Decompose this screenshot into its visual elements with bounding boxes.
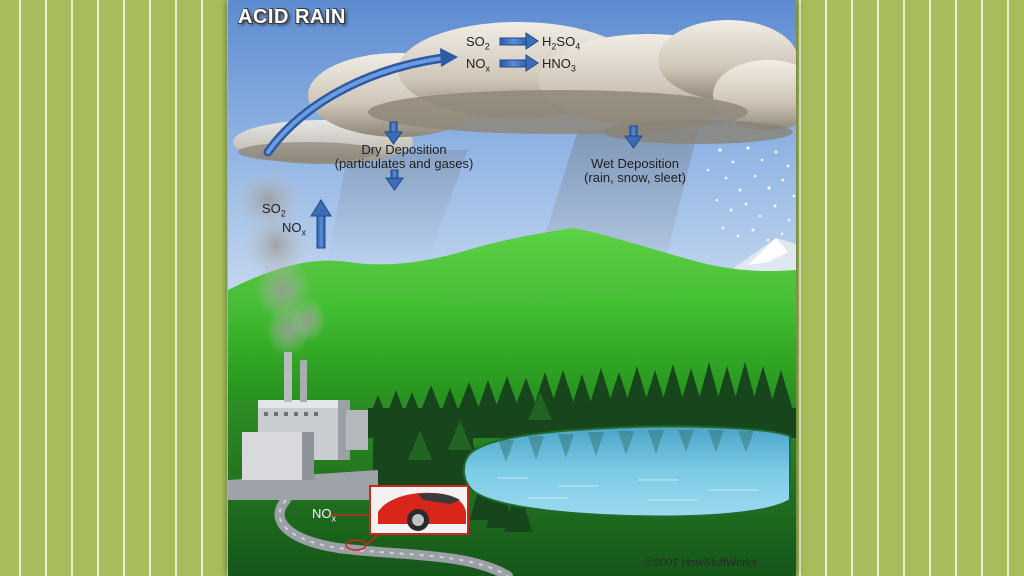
copyright-notice: ©2007 HowStuffWorks	[646, 557, 758, 569]
car-inset	[328, 485, 469, 546]
smoke-plume	[234, 170, 326, 356]
slide-frame: ACID RAIN SO2 H2SO4 NOx HNO3 Dry Deposit…	[228, 0, 796, 576]
reaction-2-reactant: NOx	[466, 56, 490, 74]
lake	[462, 425, 791, 518]
acid-rain-diagram	[228, 0, 796, 576]
dry-deposition-arrow-bottom	[385, 169, 404, 191]
reaction-1-reactant: SO2	[466, 34, 490, 52]
emission-so2-label: SO2	[262, 201, 286, 219]
dry-deposition-arrow-top	[384, 121, 403, 145]
reaction-1-product: H2SO4	[542, 34, 581, 52]
emission-arrow	[310, 199, 332, 249]
snowfall	[706, 146, 796, 242]
reaction-arrow-2	[499, 54, 539, 72]
dry-haze	[328, 150, 468, 260]
reaction-arrow-1	[499, 32, 539, 50]
power-plant	[228, 352, 378, 500]
emission-nox-label: NOx	[282, 220, 306, 238]
reaction-2-product: HNO3	[542, 56, 576, 74]
arrows	[263, 32, 643, 249]
car-nox-label: NOx	[312, 506, 336, 524]
wet-deposition-label: Wet Deposition (rain, snow, sleet)	[584, 156, 686, 185]
diagram-title: ACID RAIN	[238, 6, 346, 28]
wet-deposition-arrow	[624, 125, 643, 149]
dry-deposition-label: Dry Deposition (particulates and gases)	[334, 142, 474, 171]
